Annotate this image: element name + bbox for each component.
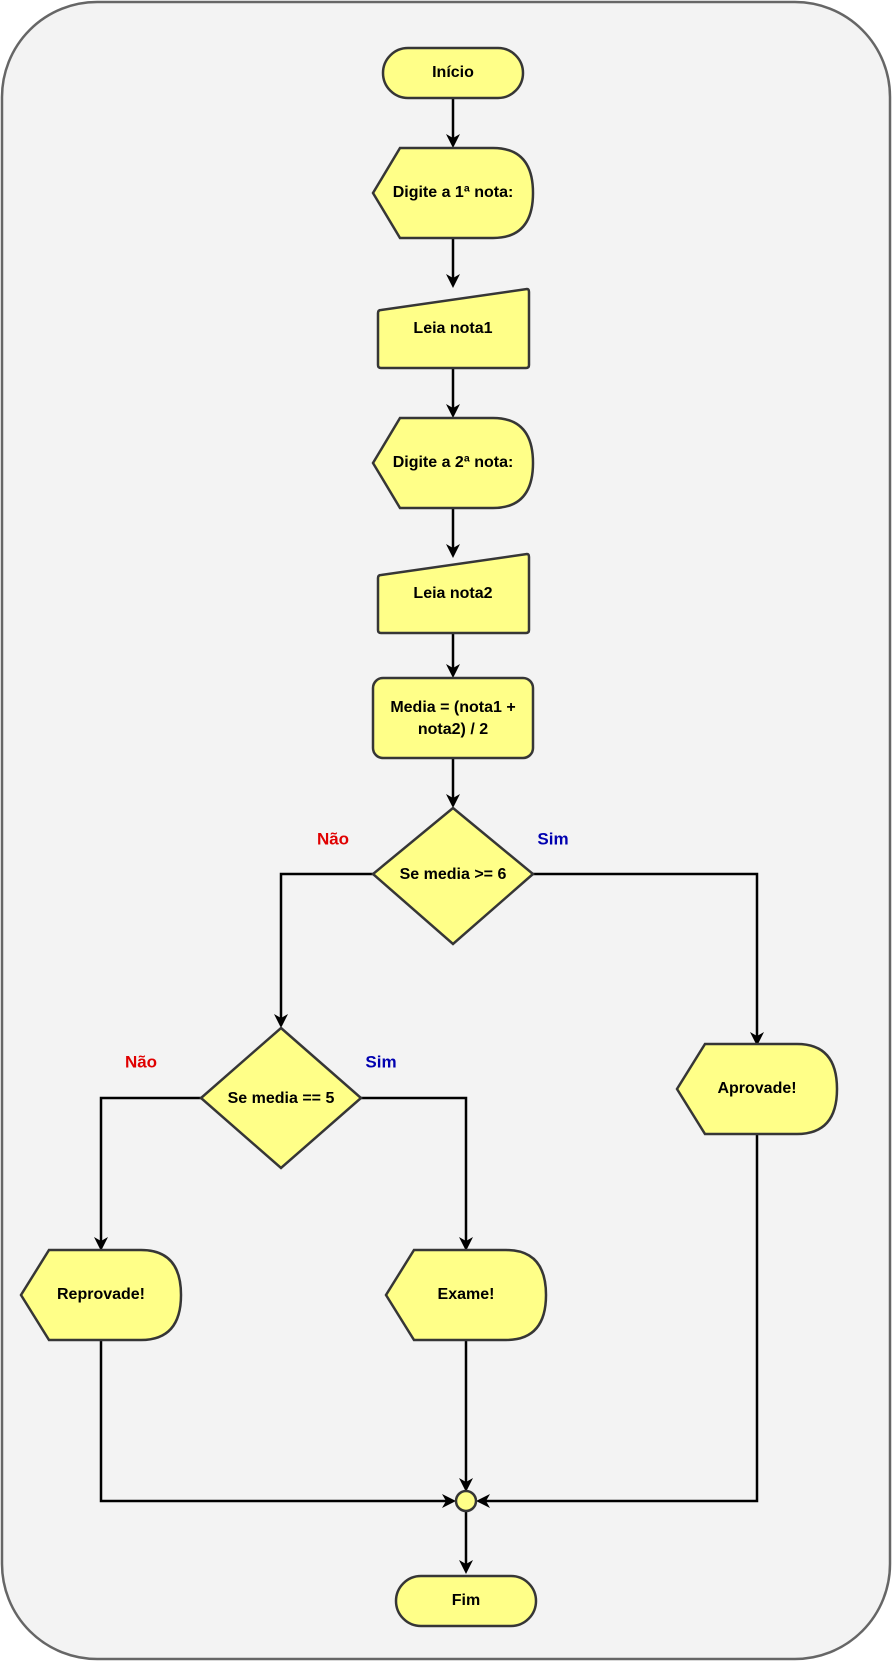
read1-node <box>376 287 531 370</box>
arrowhead <box>446 664 460 678</box>
decision1-node-label: Se media >= 6 <box>400 866 507 883</box>
edge-decision1-yes <box>533 872 759 1036</box>
arrowhead <box>446 134 460 148</box>
read2-node-label: Leia nota2 <box>413 585 492 602</box>
read2-node <box>376 552 531 635</box>
calc-node-label-line2: nota2) / 2 <box>418 721 488 738</box>
arrowhead <box>274 1014 288 1028</box>
decision2-node-label: Se media == 5 <box>228 1090 335 1107</box>
connectors <box>99 98 759 1564</box>
exam-node <box>384 1248 548 1342</box>
arrowhead <box>459 1478 473 1492</box>
read1-node-label: Leia nota1 <box>413 320 492 337</box>
arrowhead <box>476 1494 490 1508</box>
edge-decision1-no <box>279 872 373 1018</box>
arrowhead <box>446 794 460 808</box>
arrowheads <box>94 134 764 1574</box>
end-node <box>394 1574 538 1628</box>
arrowhead <box>446 544 460 558</box>
edge-decision2-yes <box>361 1096 468 1241</box>
failed-node-label: Reprovade! <box>57 1286 145 1303</box>
prompt2-node <box>371 416 535 510</box>
edge-approved-merge <box>484 1132 759 1503</box>
arrowhead <box>459 1237 473 1251</box>
decision1-yes-label: Sim <box>537 829 568 848</box>
prompt1-node <box>371 146 535 240</box>
end-node-label: Fim <box>452 1592 480 1609</box>
arrowhead <box>446 404 460 418</box>
prompt1-node-label: Digite a 1ª nota: <box>393 184 514 201</box>
arrowhead <box>442 1494 456 1508</box>
prompt2-node-label: Digite a 2ª nota: <box>393 454 514 471</box>
decision2-node <box>199 1026 363 1170</box>
arrowhead <box>446 274 460 288</box>
approved-node-label: Aprovade! <box>717 1080 796 1097</box>
edge-failed-merge <box>99 1337 448 1503</box>
calc-node-label-line1: Media = (nota1 + <box>390 699 515 716</box>
calc-node <box>371 676 535 760</box>
start-node-label: Início <box>432 64 474 81</box>
arrowhead <box>459 1560 473 1574</box>
approved-node <box>675 1042 839 1136</box>
failed-node <box>19 1248 183 1342</box>
decision1-no-label: Não <box>317 829 349 848</box>
exam-node-label: Exame! <box>438 1286 495 1303</box>
arrowhead <box>750 1032 764 1046</box>
decision2-yes-label: Sim <box>365 1052 396 1071</box>
decision2-no-label: Não <box>125 1052 157 1071</box>
arrowhead <box>94 1237 108 1251</box>
edge-decision2-no <box>99 1096 201 1241</box>
start-node <box>381 46 525 100</box>
merge-connector <box>454 1489 478 1513</box>
decision1-node <box>371 806 535 946</box>
